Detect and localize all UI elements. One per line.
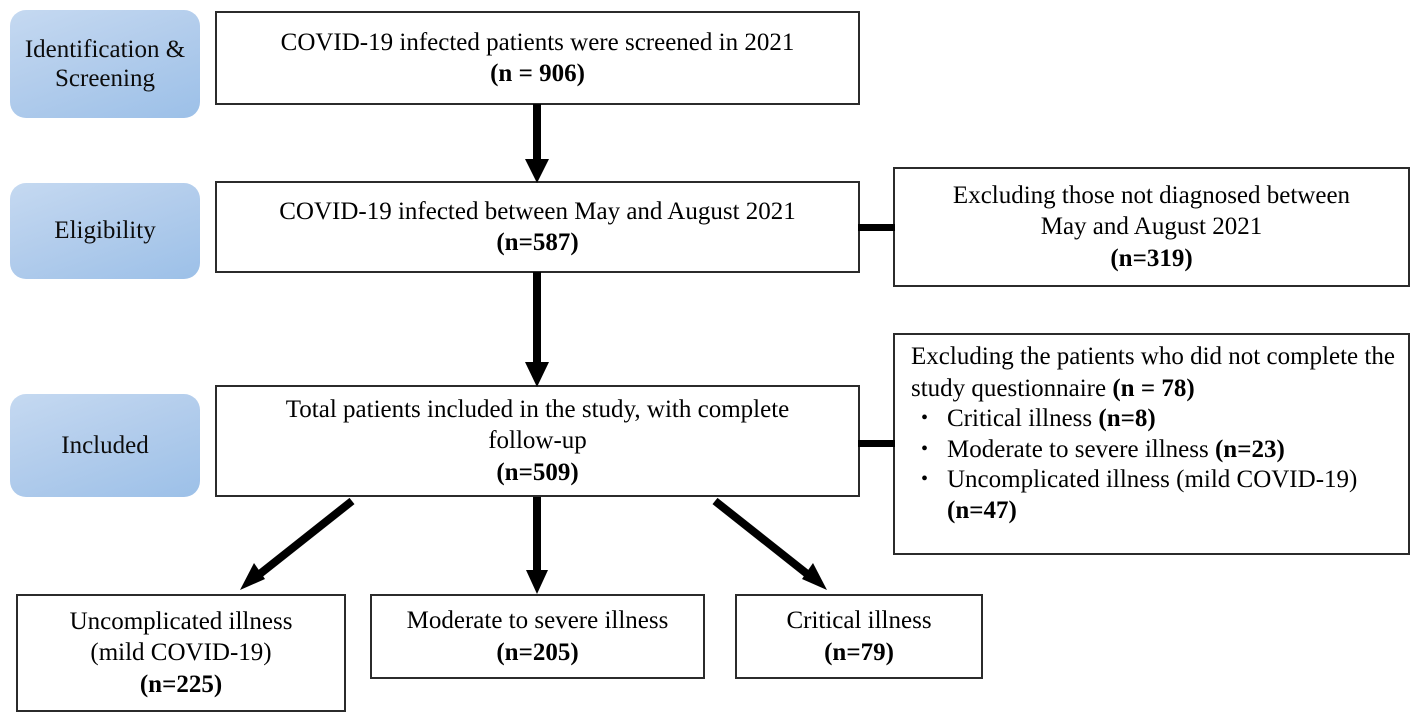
connector-eligible-to-included bbox=[525, 272, 549, 387]
box-screened-count: (n = 906) bbox=[490, 60, 585, 87]
outcome-uncomplicated-count: (n=225) bbox=[139, 670, 223, 698]
outcome-uncomplicated-line-1: Uncomplicated illness bbox=[69, 607, 293, 635]
box-outcome-uncomplicated: Uncomplicated illness (mild COVID-19) (n… bbox=[16, 594, 346, 712]
exclusion-item-2-count: (n=23) bbox=[1214, 435, 1285, 463]
stage-label-identification: Identification & Screening bbox=[10, 10, 200, 118]
box-eligible-line-1: COVID-19 infected between May and August… bbox=[279, 197, 796, 225]
excluded-questionnaire-intro-count: (n = 78) bbox=[1112, 374, 1195, 402]
exclusion-item-3-count: (n=47) bbox=[947, 496, 1017, 524]
exclusion-item-1-count: (n=8) bbox=[1098, 405, 1156, 432]
outcome-moderate-line-1: Moderate to severe illness bbox=[406, 607, 669, 634]
stage-identification-line-3: Screening bbox=[55, 65, 155, 92]
box-eligible-count: (n=587) bbox=[496, 229, 579, 256]
connector-eligible-to-exclusion bbox=[858, 224, 895, 231]
outcome-uncomplicated-line-2: (mild COVID-19) bbox=[90, 639, 272, 667]
exclusion-item-1-text: Critical illness bbox=[947, 405, 1099, 432]
stage-identification-line-2: & bbox=[165, 35, 186, 63]
list-item: • Moderate to severe illness (n=23) bbox=[905, 435, 1402, 466]
connector-screened-to-eligible bbox=[525, 104, 549, 183]
bullet-icon: • bbox=[921, 468, 929, 491]
bullet-icon: • bbox=[921, 407, 929, 430]
excluded-questionnaire-list: • Critical illness (n=8) • Moderate to sev… bbox=[905, 404, 1402, 526]
connector-included-to-moderate bbox=[526, 497, 548, 594]
box-eligible-patients: COVID-19 infected between May and August… bbox=[215, 181, 860, 273]
box-screened-line-1: COVID-19 infected patients were screened… bbox=[280, 28, 795, 56]
outcome-critical-line-1: Critical illness bbox=[786, 607, 932, 634]
stage-included-label: Included bbox=[61, 431, 149, 459]
bullet-icon: • bbox=[921, 437, 929, 460]
connector-included-to-uncomplicated bbox=[240, 497, 355, 590]
exclusion-item-2-text: Moderate to severe illness bbox=[947, 435, 1215, 463]
list-item: • Uncomplicated illness (mild COVID-19) (… bbox=[905, 465, 1402, 526]
outcome-moderate-count: (n=205) bbox=[496, 638, 579, 666]
box-included-line-1: Total patients included in the study, wi… bbox=[285, 395, 790, 423]
box-included-line-2: follow-up bbox=[488, 427, 587, 455]
connector-included-to-exclusion bbox=[858, 440, 895, 447]
stage-eligibility-label: Eligibility bbox=[54, 217, 156, 245]
box-excluded-dates: Excluding those not diagnosed between Ma… bbox=[893, 167, 1410, 287]
box-screened-patients: COVID-19 infected patients were screened… bbox=[215, 11, 860, 105]
box-outcome-moderate-severe: Moderate to severe illness (n=205) bbox=[370, 594, 705, 679]
connector-included-to-critical bbox=[712, 497, 827, 590]
stage-label-included: Included bbox=[10, 394, 200, 497]
excluded-dates-line-2: May and August 2021 bbox=[1040, 213, 1263, 241]
excluded-questionnaire-intro-text: Excluding the patients who did not compl… bbox=[911, 343, 1395, 402]
outcome-critical-count: (n=79) bbox=[824, 638, 894, 666]
excluded-dates-count: (n=319) bbox=[1110, 244, 1193, 272]
box-outcome-critical: Critical illness (n=79) bbox=[735, 594, 983, 679]
stage-label-eligibility: Eligibility bbox=[10, 183, 200, 279]
stage-identification-line-1: Identification bbox=[24, 35, 160, 63]
exclusion-item-3-text: Uncomplicated illness (mild COVID-19) bbox=[947, 466, 1358, 493]
list-item: • Critical illness (n=8) bbox=[905, 404, 1402, 435]
excluded-questionnaire-intro: Excluding the patients who did not compl… bbox=[905, 341, 1408, 404]
excluded-dates-line-1: Excluding those not diagnosed between bbox=[952, 181, 1351, 209]
box-included-total: Total patients included in the study, wi… bbox=[215, 385, 860, 497]
box-included-count: (n=509) bbox=[496, 458, 579, 486]
box-excluded-questionnaire: Excluding the patients who did not compl… bbox=[893, 333, 1410, 555]
